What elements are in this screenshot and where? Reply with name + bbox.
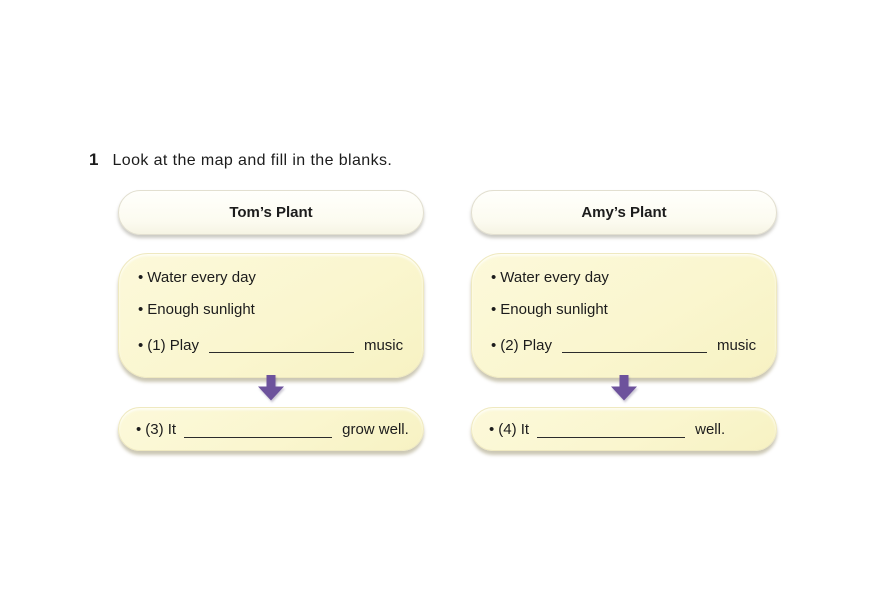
amys-plant-title: Amy’s Plant: [581, 204, 667, 221]
answer-blank-1: [208, 338, 354, 353]
result-line-suffix: well.: [695, 420, 726, 438]
bullet-icon: •: [491, 301, 497, 318]
amys-plant-care-box: •Water every day •Enough sunlight •(2) P…: [471, 253, 777, 378]
play-line-prefix: (2) Play: [500, 337, 552, 354]
amys-plant-result-box: •(4) It well.: [471, 407, 777, 451]
exercise-number: 1: [89, 150, 99, 169]
bullet-icon: •: [491, 269, 497, 286]
column-amys-plant: Amy’s Plant •Water every day •Enough sun…: [471, 0, 777, 612]
bullet-icon: •: [136, 420, 142, 438]
care-item-water: •Water every day: [491, 268, 764, 288]
column-toms-plant: Tom’s Plant •Water every day •Enough sun…: [118, 0, 424, 612]
care-item-play-music: •(2) Play music: [491, 336, 764, 356]
answer-blank-2: [561, 338, 707, 353]
toms-plant-result-box: •(3) It grow well.: [118, 407, 424, 451]
care-item-play-music: •(1) Play music: [138, 336, 411, 356]
amys-plant-header: Amy’s Plant: [471, 190, 777, 235]
instruction-text: Look at the map and fill in the blanks.: [112, 152, 393, 169]
toms-plant-header: Tom’s Plant: [118, 190, 424, 235]
play-line-suffix: music: [716, 337, 757, 354]
play-line-suffix: music: [363, 337, 404, 354]
care-item-text: Water every day: [500, 269, 609, 286]
play-line-prefix: (1) Play: [147, 337, 199, 354]
bullet-icon: •: [138, 337, 144, 354]
care-item-sunlight: •Enough sunlight: [138, 300, 411, 320]
toms-plant-title: Tom’s Plant: [229, 204, 313, 221]
bullet-icon: •: [491, 337, 497, 354]
result-line-prefix: (4) It: [498, 420, 530, 438]
answer-blank-4: [537, 423, 686, 438]
exercise-instruction: 1 Look at the map and fill in the blanks.: [89, 149, 392, 172]
care-item-water: •Water every day: [138, 268, 411, 288]
down-arrow-icon: [611, 375, 637, 401]
care-item-text: Water every day: [147, 269, 256, 286]
bullet-icon: •: [489, 420, 495, 438]
result-line-suffix: grow well.: [342, 420, 409, 438]
answer-blank-3: [184, 423, 333, 438]
care-item-text: Enough sunlight: [500, 301, 608, 318]
care-item-text: Enough sunlight: [147, 301, 255, 318]
toms-plant-care-box: •Water every day •Enough sunlight •(1) P…: [118, 253, 424, 378]
care-item-sunlight: •Enough sunlight: [491, 300, 764, 320]
down-arrow-icon: [258, 375, 284, 401]
bullet-icon: •: [138, 269, 144, 286]
bullet-icon: •: [138, 301, 144, 318]
result-line-prefix: (3) It: [145, 420, 177, 438]
